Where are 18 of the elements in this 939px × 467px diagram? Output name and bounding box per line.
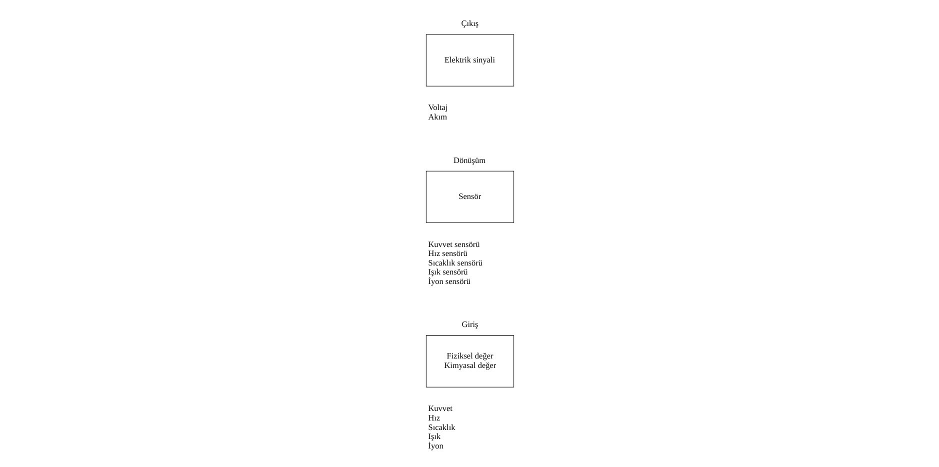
node-label: Hız sensörü bbox=[428, 249, 467, 258]
node-box: Fiziksel değer Kimyasal değer bbox=[425, 335, 514, 388]
node-label: Kuvvet sensörü bbox=[428, 240, 480, 249]
node-label: Kuvvet bbox=[428, 404, 452, 414]
node-label: Sıcaklık bbox=[428, 422, 455, 432]
node-label: Dönüşüm bbox=[453, 156, 486, 165]
node-label: Çıkış bbox=[460, 19, 478, 28]
node-box: Sensör bbox=[425, 170, 514, 223]
node-label: Işık sensörü bbox=[428, 268, 468, 277]
node-label: Işık bbox=[428, 432, 440, 442]
node-label: İyon sensörü bbox=[428, 276, 470, 286]
node-label: Sıcaklık sensörü bbox=[428, 258, 482, 268]
node-box: Elektrik sinyali bbox=[425, 34, 514, 86]
node-label: İyon bbox=[428, 441, 443, 450]
node-label: Akım bbox=[428, 112, 447, 122]
node-label: Voltaj bbox=[428, 103, 448, 112]
node-label: Giriş bbox=[461, 320, 478, 330]
node-label: Hız bbox=[428, 414, 440, 423]
